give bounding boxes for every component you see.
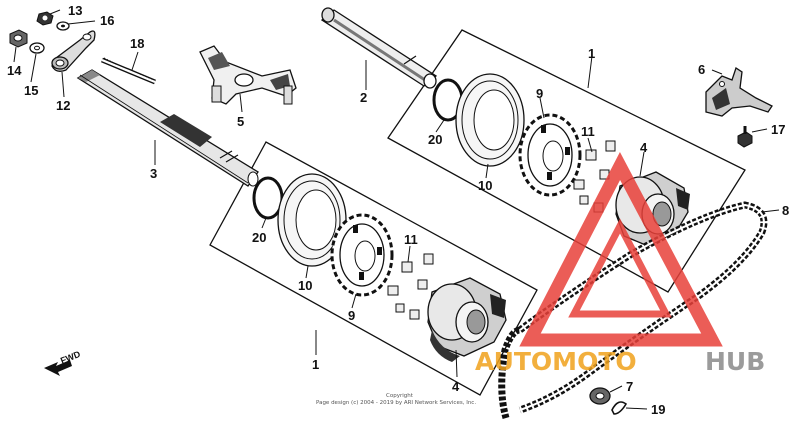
- callout-3: 3: [150, 166, 157, 181]
- sprocket-9-upper: [518, 113, 582, 197]
- shift-drum-4-lower: [427, 277, 507, 362]
- bolt-17: [737, 126, 753, 148]
- shift-arm-12: [51, 30, 96, 72]
- callout-5: 5: [237, 114, 244, 129]
- drive-chain-8: [498, 201, 768, 419]
- copyright-line-2: Page design (c) 2004 - 2019 by ARI Netwo…: [316, 400, 476, 406]
- callout-11-lower: 11: [404, 232, 418, 247]
- callout-10-lower: 10: [298, 278, 312, 293]
- callout-12: 12: [56, 98, 70, 113]
- callout-11-upper: 11: [581, 124, 595, 139]
- watermark-text-gray: HUB: [705, 347, 765, 376]
- sprocket-9-lower: [330, 213, 394, 297]
- callout-19: 19: [651, 402, 665, 417]
- washer-7: [589, 387, 611, 405]
- washer-16: [56, 21, 70, 31]
- callout-14: 14: [7, 63, 22, 78]
- shaft-2: [320, 7, 438, 89]
- callout-1-lower: 1: [312, 357, 319, 372]
- nut-13: [36, 11, 54, 26]
- circlip-20-lower: [252, 176, 284, 220]
- callout-9-lower: 9: [348, 308, 355, 323]
- callout-17: 17: [771, 122, 785, 137]
- callout-16: 16: [100, 13, 114, 28]
- watermark-logo: AUTOMOTO HUB: [475, 151, 765, 376]
- callout-10-upper: 10: [478, 178, 492, 193]
- plate-10-upper: [455, 73, 525, 167]
- callout-4-lower: 4: [452, 379, 460, 394]
- guide-bracket-6: [705, 66, 773, 117]
- pin-19: [611, 401, 628, 415]
- watermark-text-orange: AUTOMOTO: [475, 347, 637, 376]
- callout-2: 2: [360, 90, 367, 105]
- nut-14: [9, 29, 28, 48]
- copyright-line-1: Copyright: [386, 393, 414, 399]
- callout-20-lower: 20: [252, 230, 266, 245]
- shift-fork-5: [199, 45, 297, 105]
- washer-15: [29, 42, 45, 54]
- callout-18: 18: [130, 36, 144, 51]
- callout-9-upper: 9: [536, 86, 543, 101]
- callout-8: 8: [782, 203, 789, 218]
- fwd-direction-marker: FWD: [44, 349, 82, 376]
- callout-20-upper: 20: [428, 132, 442, 147]
- shift-shaft-3: [76, 69, 259, 187]
- callout-1-upper: 1: [588, 46, 595, 61]
- copyright-notice: Copyright Page design (c) 2004 - 2019 by…: [316, 393, 476, 406]
- callout-15: 15: [24, 83, 38, 98]
- callout-13: 13: [68, 3, 82, 18]
- leader-lines: [13, 9, 780, 410]
- callout-labels: 13 16 14 15 12 18 5 3 2 1 9 20 11 4 10 6…: [7, 3, 789, 417]
- callout-4-upper: 4: [640, 140, 648, 155]
- callout-7: 7: [626, 379, 633, 394]
- plate-10-lower: [277, 173, 347, 267]
- callout-6: 6: [698, 62, 705, 77]
- stud-bolt-18: [101, 57, 156, 85]
- rollers-11-lower: [387, 253, 434, 320]
